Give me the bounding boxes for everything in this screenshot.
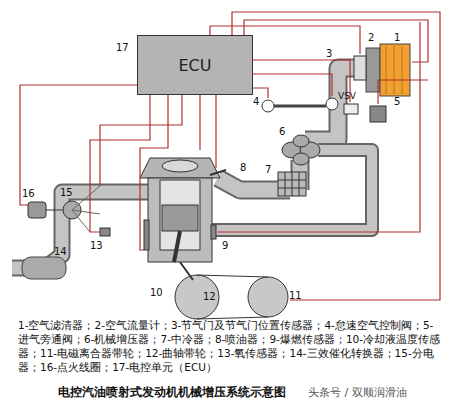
oxygen-sensor: [100, 228, 110, 236]
parts-key: 1-空气滤清器；2-空气流量计；3-节气门及节气门位置传感器；4-怠速空气控制阀…: [18, 318, 444, 374]
callout-number: 4: [253, 96, 259, 107]
watermark: 头条号 / 双顺润滑油: [308, 387, 407, 399]
callout-number: 2: [368, 32, 374, 43]
callout-number: 1: [394, 32, 400, 43]
catalytic-converter: [22, 257, 66, 279]
throttle: [326, 98, 338, 110]
callout-number: 8: [240, 162, 246, 173]
air-filter: [380, 44, 410, 96]
callout-number: 6: [279, 126, 285, 137]
callout-number: 13: [90, 240, 103, 251]
ecu-box: ECU: [137, 35, 253, 95]
callout-number: 11: [289, 290, 302, 301]
air-flow-meter: [354, 56, 366, 80]
component-label: VSV: [338, 92, 356, 102]
callout-number: 9: [222, 240, 228, 251]
callout-number: 12: [203, 291, 216, 302]
callout-number: 14: [54, 246, 67, 257]
callout-number: 3: [326, 48, 332, 59]
callout-number: 17: [116, 42, 129, 53]
bypass-valve: [370, 106, 386, 122]
callout-number: 16: [22, 188, 35, 199]
idle-valve: [262, 100, 274, 112]
callout-number: 10: [150, 287, 163, 298]
ignition: [28, 186, 100, 232]
control-wire: [20, 12, 440, 300]
engine: [140, 158, 226, 262]
supercharger: [282, 135, 320, 165]
callout-number: 5: [394, 96, 400, 107]
diagram-title: 电控汽油喷射式发动机机械增压系统示意图: [58, 386, 286, 399]
callout-number: 15: [60, 187, 73, 198]
belt-drive: [175, 262, 288, 319]
node-text: ECU: [179, 56, 212, 75]
intercooler: [278, 172, 306, 196]
vsv-valve: [344, 104, 358, 114]
callout-number: 7: [265, 164, 271, 175]
